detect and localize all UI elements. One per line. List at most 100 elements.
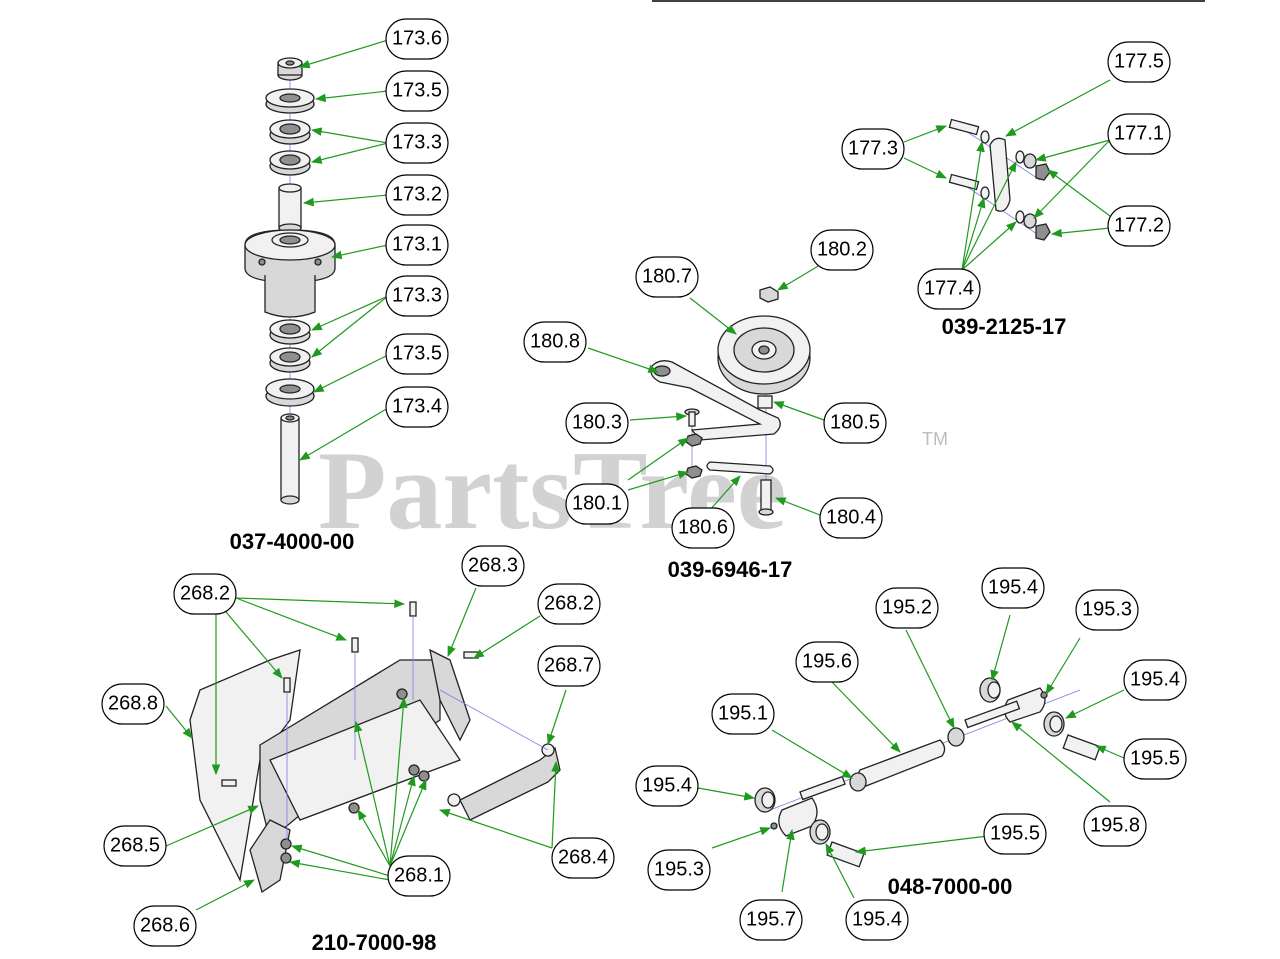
callout-177-4[interactable]: 177.4 (917, 268, 981, 310)
callout-268-5[interactable]: 268.5 (103, 825, 167, 867)
part-268-4-hole-a (447, 793, 461, 807)
label-deck-assembly: 210-7000-98 (312, 930, 437, 955)
svg-text:177.5: 177.5 (1114, 50, 1164, 72)
part-177-3 (948, 118, 980, 191)
svg-text:180.3: 180.3 (572, 411, 622, 433)
part-180-2 (759, 286, 779, 303)
callout-177-2[interactable]: 177.2 (1107, 205, 1171, 247)
svg-text:195.6: 195.6 (802, 650, 852, 672)
svg-text:180.2: 180.2 (817, 238, 867, 260)
part-180-5 (757, 395, 773, 409)
callout-268-7[interactable]: 268.7 (537, 645, 601, 687)
callout-180-5[interactable]: 180.5 (823, 402, 887, 444)
svg-text:195.8: 195.8 (1090, 814, 1140, 836)
deck-assembly (189, 601, 561, 894)
callout-173-5-top[interactable]: 173.5 (385, 70, 449, 112)
callout-195-6[interactable]: 195.6 (795, 641, 859, 683)
part-173-5-bottom (265, 378, 315, 407)
callout-177-1[interactable]: 177.1 (1107, 113, 1171, 155)
callout-195-5-right[interactable]: 195.5 (1123, 738, 1187, 780)
spindle-assembly (244, 57, 336, 505)
callout-180-3[interactable]: 180.3 (565, 402, 629, 444)
callout-195-7[interactable]: 195.7 (739, 899, 803, 941)
svg-text:173.5: 173.5 (392, 79, 442, 101)
callout-195-4-right[interactable]: 195.4 (1123, 659, 1187, 701)
callout-268-1[interactable]: 268.1 (387, 855, 451, 897)
part-180-8 (650, 360, 781, 441)
group-labels: 037-4000-00 039-6946-17 039-2125-17 210-… (230, 314, 1067, 955)
part-195-8-left (799, 775, 846, 801)
callout-180-2[interactable]: 180.2 (810, 229, 874, 271)
svg-text:173.3: 173.3 (392, 131, 442, 153)
svg-text:268.8: 268.8 (108, 692, 158, 714)
svg-text:268.2: 268.2 (544, 592, 594, 614)
svg-text:173.1: 173.1 (392, 233, 442, 255)
callout-268-4[interactable]: 268.4 (551, 837, 615, 879)
callout-268-3[interactable]: 268.3 (461, 545, 525, 587)
label-spindle-assembly: 037-4000-00 (230, 529, 355, 554)
callout-195-1[interactable]: 195.1 (711, 693, 775, 735)
callout-268-2-left[interactable]: 268.2 (173, 573, 237, 615)
part-195-1 (849, 772, 867, 792)
callout-177-3[interactable]: 177.3 (841, 128, 905, 170)
callout-180-1[interactable]: 180.1 (565, 483, 629, 525)
callout-173-5-bottom[interactable]: 173.5 (385, 333, 449, 375)
svg-text:195.5: 195.5 (990, 822, 1040, 844)
callout-180-4[interactable]: 180.4 (819, 497, 883, 539)
svg-text:177.2: 177.2 (1114, 214, 1164, 236)
callout-173-3-bottom[interactable]: 173.3 (385, 275, 449, 317)
callout-195-3-top[interactable]: 195.3 (1075, 589, 1139, 631)
part-177-1 (1023, 153, 1037, 229)
callout-173-2[interactable]: 173.2 (385, 174, 449, 216)
callout-173-4[interactable]: 173.4 (385, 386, 449, 428)
callout-268-6[interactable]: 268.6 (133, 905, 197, 947)
part-177-4-washers (980, 130, 1025, 224)
svg-text:177.3: 177.3 (848, 137, 898, 159)
part-173-3-bottom (269, 319, 311, 373)
part-195-5-left (826, 841, 865, 868)
part-268-1-nuts (280, 688, 430, 864)
part-173-1 (244, 229, 336, 318)
part-180-7 (717, 315, 811, 395)
part-180-1-a (685, 433, 703, 447)
callout-173-6[interactable]: 173.6 (385, 18, 449, 60)
callout-180-7[interactable]: 180.7 (635, 256, 699, 298)
callout-195-4-bottom[interactable]: 195.4 (845, 899, 909, 941)
callout-195-5-left[interactable]: 195.5 (983, 813, 1047, 855)
svg-text:195.1: 195.1 (718, 702, 768, 724)
svg-text:268.2: 268.2 (180, 582, 230, 604)
part-195-2 (947, 727, 965, 747)
callout-195-4-top[interactable]: 195.4 (981, 567, 1045, 609)
part-173-4 (280, 413, 300, 505)
part-173-3-top (269, 119, 311, 176)
part-195-6 (857, 739, 946, 787)
label-bracket-assembly: 039-2125-17 (942, 314, 1067, 339)
svg-text:180.8: 180.8 (530, 330, 580, 352)
part-180-6 (706, 461, 774, 475)
callout-195-2[interactable]: 195.2 (875, 587, 939, 629)
callout-195-4-left[interactable]: 195.4 (635, 765, 699, 807)
svg-text:268.3: 268.3 (468, 554, 518, 576)
callout-173-3-top[interactable]: 173.3 (385, 122, 449, 164)
callout-268-8[interactable]: 268.8 (101, 683, 165, 725)
part-180-4 (758, 479, 774, 516)
svg-text:195.4: 195.4 (988, 576, 1038, 598)
svg-text:173.3: 173.3 (392, 284, 442, 306)
svg-text:268.7: 268.7 (544, 654, 594, 676)
svg-text:173.6: 173.6 (392, 27, 442, 49)
axle-assembly (754, 677, 1101, 868)
svg-text:180.1: 180.1 (572, 492, 622, 514)
callout-195-3-left[interactable]: 195.3 (647, 849, 711, 891)
callout-180-8[interactable]: 180.8 (523, 321, 587, 363)
svg-text:180.5: 180.5 (830, 411, 880, 433)
callout-195-8[interactable]: 195.8 (1083, 805, 1147, 847)
callout-173-1[interactable]: 173.1 (385, 224, 449, 266)
callout-180-6[interactable]: 180.6 (671, 507, 735, 549)
part-173-6 (277, 57, 303, 81)
svg-text:268.6: 268.6 (140, 914, 190, 936)
svg-text:180.6: 180.6 (678, 516, 728, 538)
svg-text:173.2: 173.2 (392, 183, 442, 205)
callout-268-2-right[interactable]: 268.2 (537, 583, 601, 625)
part-195-4-a (979, 677, 1001, 703)
callout-177-5[interactable]: 177.5 (1107, 41, 1171, 83)
